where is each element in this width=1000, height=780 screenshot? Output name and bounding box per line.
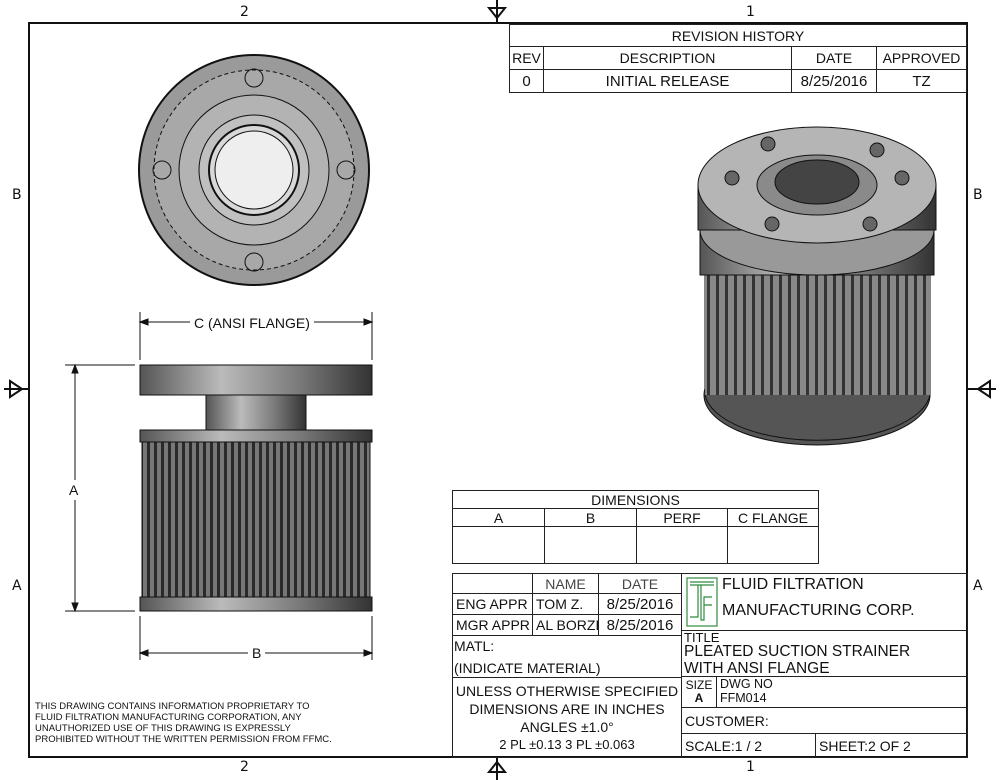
dim-header-perf: PERF [636,508,728,527]
dwg-no-cell: DWG NO FFM014 [716,676,968,708]
dim-value-b [544,526,637,564]
note-line: THIS DRAWING CONTAINS INFORMATION PROPRI… [35,701,310,712]
dim-b-label: B [248,645,266,661]
zone-left-b: B [12,187,22,203]
mgr-appr-label: MGR APPR [452,614,533,636]
top-view [138,54,370,286]
dim-c-label: C (ANSI FLANGE) [190,315,314,331]
dim-header-a: A [452,508,545,527]
side-view [139,364,373,612]
dim-a-label: A [67,480,81,500]
tolerance-line: UNLESS OTHERWISE SPECIFIED [455,682,679,699]
description-value: INITIAL RELEASE [543,69,792,93]
tolerance-line: 2 PL ±0.13 3 PL ±0.063 [499,736,635,752]
dim-value-a [452,526,545,564]
dwg-no-label: DWG NO [720,677,773,691]
approved-header: APPROVED [876,46,967,70]
eng-appr-name: TOM Z. [532,593,599,615]
sheet-cell: SHEET:2 OF 2 [815,733,968,758]
size-value: A [694,691,704,705]
zone-right-b: B [973,187,983,203]
tolerance-line: ANGLES ±1.0° [520,718,614,735]
zone-bottom-2: 2 [240,759,249,775]
rev-value: 0 [509,69,544,93]
mgr-appr-date: 8/25/2016 [598,614,682,636]
name-header: NAME [532,573,599,594]
scale-cell: SCALE:1 / 2 [681,733,816,758]
dim-header-c-flange: C FLANGE [727,508,819,527]
date-header: DATE [791,46,877,70]
dwg-no-value: FFM014 [720,691,767,705]
center-mark-arrows [4,0,996,780]
date-value: 8/25/2016 [791,69,877,93]
note-line: UNAUTHORIZED USE OF THIS DRAWING IS EXPR… [35,723,291,734]
tolerance-line: DIMENSIONS ARE IN INCHES [469,700,665,717]
customer-cell: CUSTOMER: [681,707,968,734]
dim-value-perf [636,526,728,564]
title-line2: WITH ANSI FLANGE [684,660,830,677]
note-line: FLUID FILTRATION MANUFACTURING CORPORATI… [35,712,302,723]
dimensions-title: DIMENSIONS [452,490,819,509]
revision-title: REVISION HISTORY [509,24,967,47]
zone-top-2: 2 [240,4,249,20]
dim-value-c-flange [727,526,819,564]
rev-header: REV [509,46,544,70]
size-label: SIZE [685,678,713,692]
date-col-header: DATE [598,573,682,594]
dimension-lines [65,312,374,660]
isometric-view [697,126,937,446]
zone-top-1: 1 [746,4,755,20]
company-name-line1: FLUID FILTRATION [722,576,864,593]
description-header: DESCRIPTION [543,46,792,70]
title-label: TITLE [684,630,720,645]
zone-right-a: A [973,578,983,594]
size-cell: SIZE A [681,676,717,708]
eng-appr-date: 8/25/2016 [598,593,682,615]
material-label: MATL: [454,638,495,654]
zone-bottom-1: 1 [746,759,755,775]
blank-cell [452,573,533,594]
dim-header-b: B [544,508,637,527]
material-value: (INDICATE MATERIAL) [454,660,601,676]
tolerance-notes: UNLESS OTHERWISE SPECIFIED DIMENSIONS AR… [452,677,682,758]
eng-appr-label: ENG APPR [452,593,533,615]
approved-value: TZ [876,69,967,93]
zone-left-a: A [12,578,22,594]
company-name-line2: MANUFACTURING CORP. [722,602,915,619]
title-line1: PLEATED SUCTION STRAINER [684,643,911,660]
proprietary-note: THIS DRAWING CONTAINS INFORMATION PROPRI… [35,701,332,745]
mgr-appr-name: AL BORZI [532,614,599,636]
note-line: PROHIBITED WITHOUT THE WRITTEN PERMISSIO… [35,734,332,745]
company-logo [686,577,718,627]
